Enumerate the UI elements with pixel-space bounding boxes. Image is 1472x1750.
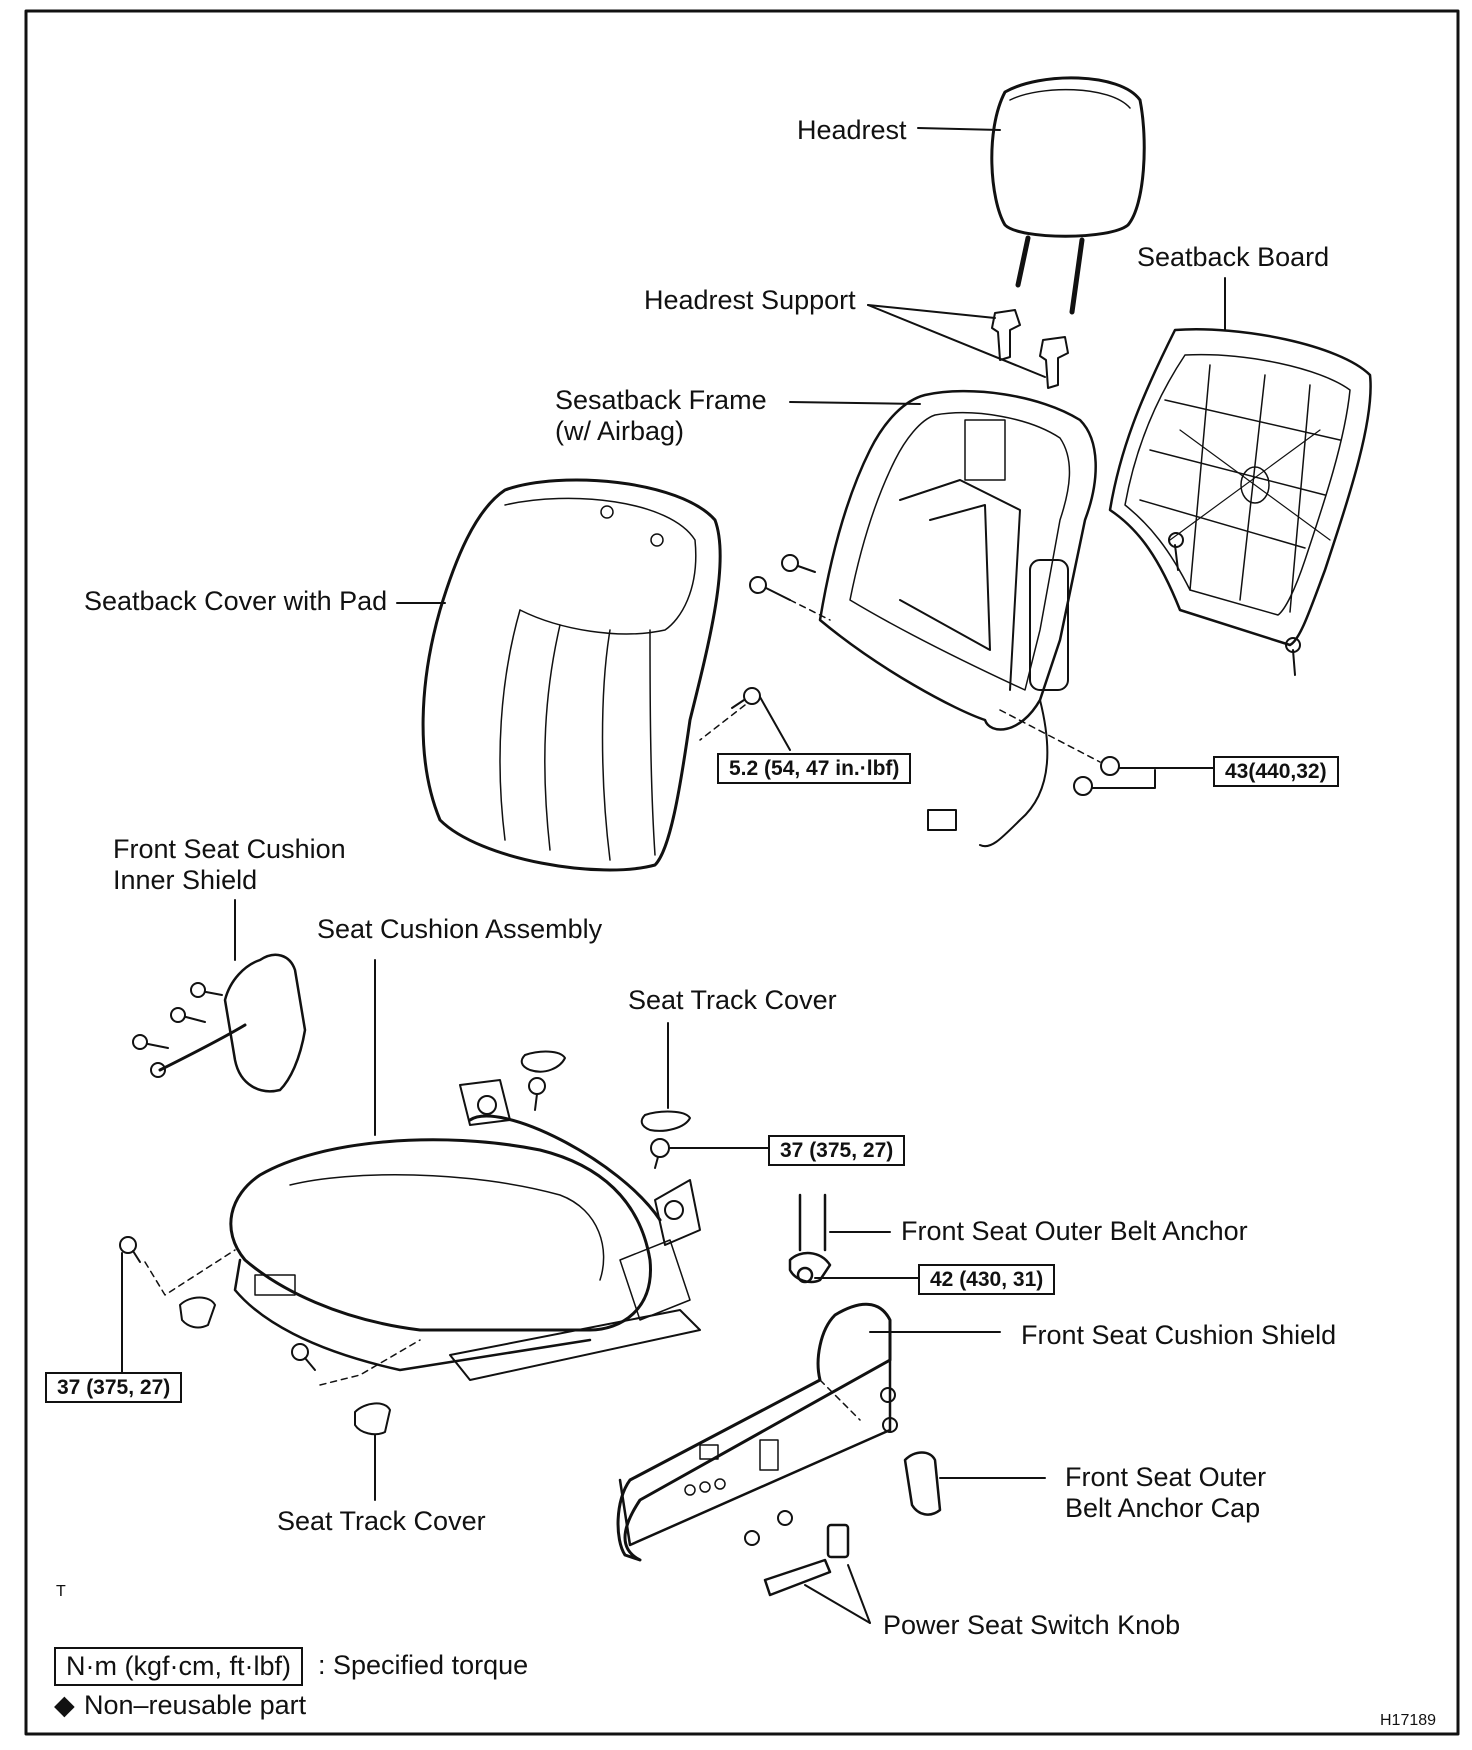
- leader-power-seat-knob-2: [847, 1564, 871, 1624]
- seatback-cover-bolt: [699, 687, 761, 741]
- left-track-bolts: [119, 1236, 421, 1436]
- belt-anchor-cap-part: [903, 1451, 942, 1516]
- leader-seatback-frame-torque-2: [1091, 769, 1156, 789]
- headrest-part: [990, 76, 1146, 315]
- headrest-support-parts: [991, 309, 1069, 389]
- torque-track-cover-left: 37 (375, 27): [45, 1372, 183, 1403]
- legend-unit-description: : Specified torque: [318, 1650, 529, 1680]
- label-cushion-inner-shield-line2: Inner Shield: [113, 865, 258, 895]
- label-seat-track-cover-bottom: Seat Track Cover: [277, 1506, 486, 1536]
- label-seatback-board: Seatback Board: [1137, 242, 1330, 272]
- leader-seatback-frame: [789, 401, 921, 405]
- legend-unit-box: N·m (kgf·cm, ft·lbf): [54, 1647, 303, 1686]
- power-seat-switch-knob-parts: [763, 1523, 850, 1597]
- leader-headrest: [917, 127, 1001, 131]
- leader-headrest-support-2: [867, 304, 1046, 378]
- label-cushion-shield: Front Seat Cushion Shield: [1021, 1320, 1337, 1350]
- leader-seatback-cover-torque: [759, 696, 791, 751]
- torque-track-cover-right: 37 (375, 27): [768, 1135, 906, 1166]
- label-power-seat-switch-knob: Power Seat Switch Knob: [883, 1610, 1181, 1640]
- label-seatback-frame-line2: (w/ Airbag): [555, 416, 685, 446]
- label-outer-belt-anchor: Front Seat Outer Belt Anchor: [901, 1216, 1248, 1246]
- outer-belt-anchor-part: [788, 1193, 832, 1284]
- cushion-shield-part: [616, 1302, 892, 1562]
- legend-nonreusable-symbol: ◆: [54, 1690, 75, 1720]
- label-belt-anchor-cap-line2: Belt Anchor Cap: [1065, 1493, 1261, 1523]
- seat-cushion-assembly-part: [229, 1079, 701, 1381]
- seatback-frame-part: [818, 389, 1097, 848]
- label-headrest: Headrest: [797, 115, 907, 145]
- label-seat-track-cover-top: Seat Track Cover: [628, 985, 837, 1015]
- figure-code: H17189: [1380, 1712, 1437, 1729]
- torque-seatback-frame: 43(440,32): [1213, 756, 1339, 787]
- label-headrest-support: Headrest Support: [644, 285, 856, 315]
- label-seatback-cover: Seatback Cover with Pad: [84, 586, 388, 616]
- seatback-frame-bolts: [749, 554, 1120, 796]
- corner-mark: T: [56, 1583, 66, 1600]
- figure-border: [24, 9, 1460, 1736]
- label-seatback-frame-line1: Sesatback Frame: [555, 385, 767, 415]
- legend-nonreusable-text: Non–reusable part: [84, 1690, 307, 1720]
- seatback-cover-part: [421, 478, 722, 872]
- leader-power-seat-knob: [804, 1584, 871, 1624]
- seatback-board-screws: [1168, 532, 1301, 676]
- cushion-shield-screws: [744, 1387, 898, 1546]
- seatback-board-part: [1108, 328, 1372, 647]
- label-seat-cushion-assembly: Seat Cushion Assembly: [317, 914, 603, 944]
- leader-headrest-support: [867, 304, 996, 319]
- label-cushion-inner-shield-line1: Front Seat Cushion: [113, 834, 346, 864]
- torque-seatback-cover: 5.2 (54, 47 in.·lbf): [717, 753, 912, 784]
- cushion-inner-shield-part: [132, 953, 307, 1093]
- torque-belt-anchor: 42 (430, 31): [918, 1264, 1056, 1295]
- label-belt-anchor-cap-line1: Front Seat Outer: [1065, 1462, 1267, 1492]
